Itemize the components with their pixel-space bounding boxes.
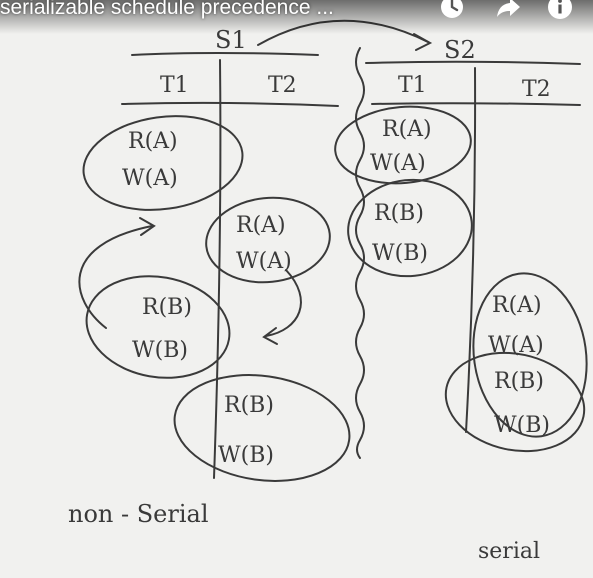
s2-t2-op-1: R(A) (492, 293, 542, 318)
s1-op-read-a: R(A) (128, 129, 178, 154)
s2-t2-op-3: R(B) (494, 369, 544, 394)
share-button[interactable] (490, 0, 526, 22)
s1-t1-header: T1 (160, 73, 189, 98)
share-icon (497, 0, 520, 17)
s1-top-line (131, 52, 319, 56)
s2-label: S2 (444, 36, 476, 64)
s1-op-write-b: W(B) (132, 338, 188, 363)
s1-conflict-arrow-left (78, 225, 153, 329)
s2-header-line (371, 102, 581, 106)
s2-t1-b-ellipse (347, 178, 473, 278)
s2-t1-op-1: R(A) (382, 117, 432, 142)
s2-t1-header: T1 (398, 73, 427, 98)
s1-header-line (121, 101, 339, 107)
video-top-overlay: serializable schedule precedence ... (0, 0, 593, 34)
wavy-separator (355, 47, 365, 459)
s1-conflict-arrow-right (265, 269, 302, 337)
s1-op-read-b: R(B) (142, 295, 192, 320)
s2-t1-op-3: R(B) (374, 201, 424, 226)
info-icon (548, 0, 572, 19)
s2-t2-ab-ellipse (472, 272, 588, 438)
s1-t2-header: T2 (268, 73, 297, 98)
watch-later-icon (441, 0, 463, 18)
s1-op-read-b-t2: R(B) (224, 393, 274, 418)
s1-column-divider (213, 59, 222, 479)
s1-op-write-a: W(A) (122, 166, 178, 191)
s2-caption: serial (478, 539, 540, 564)
s1-op-write-b-t2: W(B) (218, 443, 274, 468)
s2-column-divider (465, 67, 477, 433)
s1-caption: non - Serial (68, 500, 209, 528)
s1-to-s2-arrowhead (413, 33, 433, 51)
s1-t1-block1-ellipse (82, 115, 244, 211)
s2-op-read-a-t2: R(A) (236, 213, 286, 238)
s2-t2-op-4: W(B) (494, 413, 550, 438)
s1-t2-block1-ellipse (205, 196, 331, 284)
watch-later-button[interactable] (434, 0, 470, 22)
info-button[interactable] (542, 0, 578, 22)
s1-op-write-a-t2: W(A) (236, 249, 292, 274)
s1-conflict-arrowhead-left (139, 217, 156, 236)
s2-t2-b-ellipse (444, 351, 586, 453)
s1-conflict-arrowhead-right (262, 327, 278, 345)
s2-t2-header: T2 (522, 77, 551, 102)
s2-t1-op-4: W(B) (372, 241, 428, 266)
s2-top-line (365, 60, 581, 65)
s2-t1-op-2: W(A) (370, 151, 426, 176)
video-title[interactable]: serializable schedule precedence ... (0, 0, 334, 19)
s2-t1-a-ellipse (334, 105, 472, 185)
s1-t2-block2-ellipse (173, 374, 351, 482)
s2-t2-op-2: W(A) (488, 333, 544, 358)
s1-t1-block2-ellipse (85, 275, 231, 379)
